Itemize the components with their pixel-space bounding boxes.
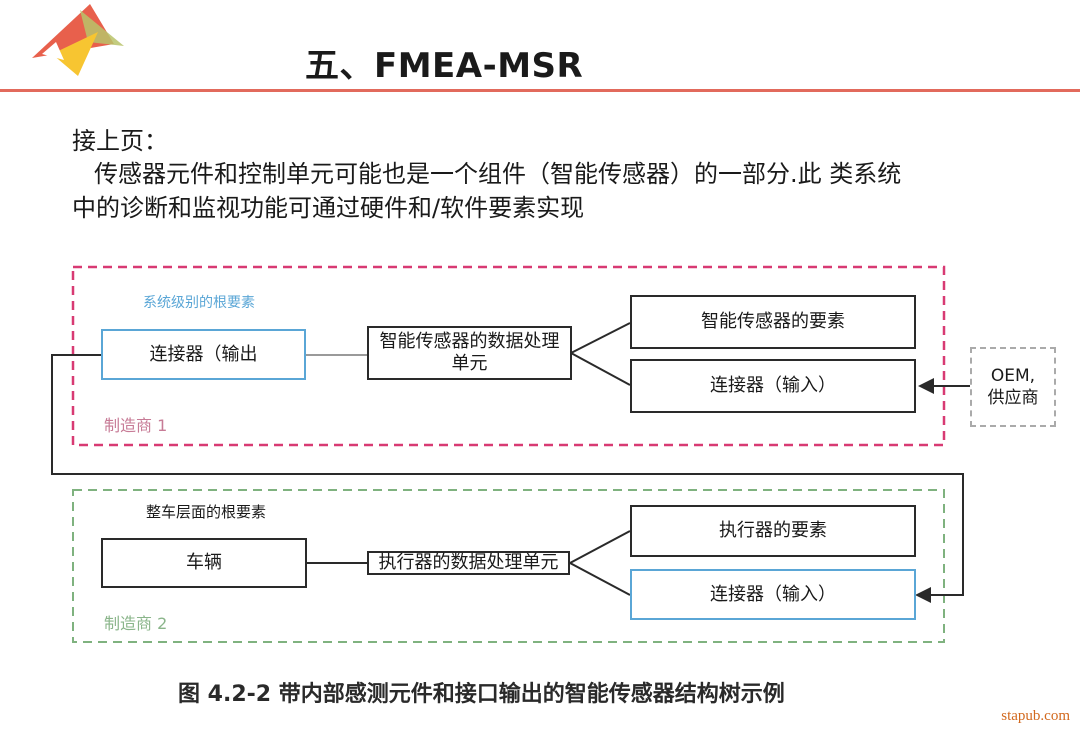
connector-output-label: 连接器（输出 xyxy=(149,343,258,365)
actuator-processing-label: 执行器的数据处理单元 xyxy=(378,552,559,573)
oem-label-line2: 供应商 xyxy=(987,388,1039,408)
intro-line-3: 中的诊断和监视功能可通过硬件和/软件要素实现 xyxy=(72,194,585,222)
actuator-element-label: 执行器的要素 xyxy=(719,520,827,541)
smart-sensor-processing-line2: 单元 xyxy=(451,353,488,374)
group1-root-label: 系统级别的根要素 xyxy=(143,295,255,311)
oem-supplier-box: OEM, 供应商 xyxy=(970,347,1056,427)
connector-input-box-1: 连接器（输入） xyxy=(630,359,916,413)
logo-triangles-icon xyxy=(32,4,124,76)
page-title: 五、FMEA-MSR xyxy=(305,46,584,86)
link-processing-actuator-element xyxy=(569,530,631,564)
group1-manufacturer-label: 制造商 1 xyxy=(104,416,168,435)
group2-dashed-border xyxy=(72,489,945,643)
smart-sensor-element-box: 智能传感器的要素 xyxy=(630,295,916,349)
vehicle-label: 车辆 xyxy=(186,552,222,573)
interface-routing-line xyxy=(51,354,964,603)
link-processing-actuator-connector xyxy=(569,562,631,596)
smart-sensor-element-label: 智能传感器的要素 xyxy=(701,311,845,332)
group2-manufacturer-label: 制造商 2 xyxy=(104,614,168,633)
smart-sensor-processing-box: 智能传感器的数据处理 单元 xyxy=(367,326,572,380)
group2-root-label: 整车层面的根要素 xyxy=(146,503,267,521)
structure-tree-diagram: 系统级别的根要素 制造商 1 连接器（输出 智能传感器的数据处理 单元 智能传感… xyxy=(0,250,1080,680)
connector-input-label-1: 连接器（输入） xyxy=(710,375,836,396)
intro-line-1: 接上页： xyxy=(72,127,168,155)
title-divider xyxy=(0,89,1080,92)
link-processing-connector-in xyxy=(570,352,631,386)
smart-sensor-processing-line1: 智能传感器的数据处理 xyxy=(379,331,560,352)
actuator-element-box: 执行器的要素 xyxy=(630,505,916,557)
intro-line-2: 传感器元件和控制单元可能也是一个组件（智能传感器）的一部分.此 类系统 xyxy=(94,160,902,188)
link-processing-sensor-element xyxy=(570,322,631,354)
connector-output-box: 连接器（输出 xyxy=(101,329,306,380)
vehicle-box: 车辆 xyxy=(101,538,307,588)
connector-input-box-2: 连接器（输入） xyxy=(630,569,916,620)
diagram-connectors xyxy=(51,265,970,643)
connector-input-label-2: 连接器（输入） xyxy=(710,583,836,605)
actuator-processing-box: 执行器的数据处理单元 xyxy=(367,551,570,575)
group1-dashed-border xyxy=(71,265,946,447)
watermark: stapub.com xyxy=(1001,708,1070,724)
oem-label-line1: OEM, xyxy=(990,366,1036,386)
figure-caption: 图 4.2-2 带内部感测元件和接口输出的智能传感器结构树示例 xyxy=(178,682,785,707)
